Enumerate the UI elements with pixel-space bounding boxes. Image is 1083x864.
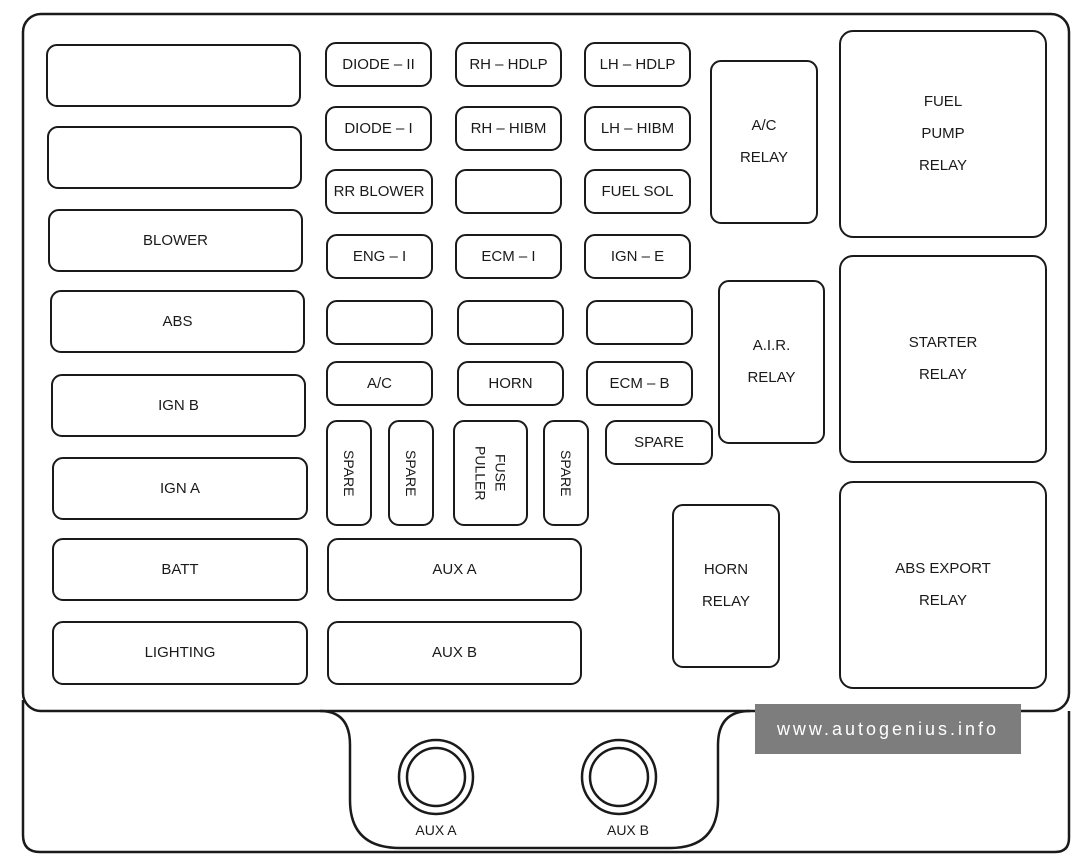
- relay-air: A.I.R. RELAY: [718, 280, 825, 444]
- fuse-blank-row5-3: [586, 300, 693, 345]
- fuse-aux-b: AUX B: [327, 621, 582, 685]
- relay-horn: HORN RELAY: [672, 504, 780, 668]
- fuse-ecm-b: ECM – B: [586, 361, 693, 406]
- watermark: www.autogenius.info: [755, 704, 1021, 754]
- relay-fuel-pump: FUEL PUMP RELAY: [839, 30, 1047, 238]
- fuse-blower: BLOWER: [48, 209, 303, 272]
- aux-b-plug: [580, 738, 658, 816]
- fuse-abs: ABS: [50, 290, 305, 353]
- fuse-spare-3: SPARE: [543, 420, 589, 526]
- fuse-blank-left-2: [47, 126, 302, 189]
- fuse-blank-row5-2: [457, 300, 564, 345]
- aux-a-plug: [397, 738, 475, 816]
- fuse-diode-ii: DIODE – II: [325, 42, 432, 87]
- fuse-blank-row5-1: [326, 300, 433, 345]
- fuse-spare-2: SPARE: [388, 420, 434, 526]
- fuse-lighting: LIGHTING: [52, 621, 308, 685]
- fuse-diode-i: DIODE – I: [325, 106, 432, 151]
- fuse-ac: A/C: [326, 361, 433, 406]
- fuse-lh-hdlp: LH – HDLP: [584, 42, 691, 87]
- relay-starter: STARTER RELAY: [839, 255, 1047, 463]
- fuse-rh-hdlp: RH – HDLP: [455, 42, 562, 87]
- fuse-puller: FUSE PULLER: [453, 420, 528, 526]
- fuse-spare-1: SPARE: [326, 420, 372, 526]
- fuse-blank-mid: [455, 169, 562, 214]
- fuse-fuel-sol: FUEL SOL: [584, 169, 691, 214]
- relay-ac: A/C RELAY: [710, 60, 818, 224]
- fuse-spare-4: SPARE: [605, 420, 713, 465]
- fuse-rh-hibm: RH – HIBM: [455, 106, 562, 151]
- plug-label-aux-a: AUX A: [415, 822, 457, 838]
- fuse-aux-a: AUX A: [327, 538, 582, 601]
- fuse-batt: BATT: [52, 538, 308, 601]
- fuse-horn: HORN: [457, 361, 564, 406]
- fuse-ign-e: IGN – E: [584, 234, 691, 279]
- fuse-blank-left-1: [46, 44, 301, 107]
- fuse-eng-i: ENG – I: [326, 234, 433, 279]
- fuse-lh-hibm: LH – HIBM: [584, 106, 691, 151]
- fuse-ign-a: IGN A: [52, 457, 308, 520]
- fuse-ecm-i: ECM – I: [455, 234, 562, 279]
- fuse-rr-blower: RR BLOWER: [325, 169, 433, 214]
- fuse-ign-b: IGN B: [51, 374, 306, 437]
- relay-abs-export: ABS EXPORT RELAY: [839, 481, 1047, 689]
- plug-label-aux-b: AUX B: [606, 822, 649, 838]
